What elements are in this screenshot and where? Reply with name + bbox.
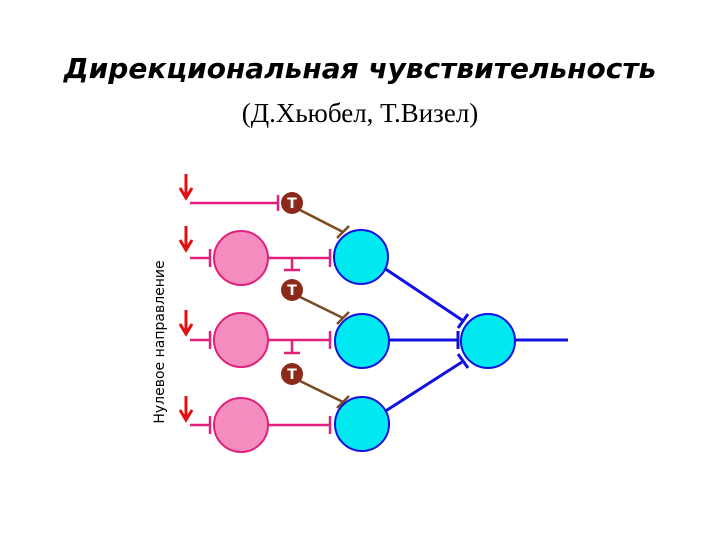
inhibitor-2: Т [281,279,303,301]
stimulus-arrow-1 [178,174,194,201]
receptor-cell-3 [213,397,269,453]
stimulus-arrows [178,174,194,423]
inhibitor-2-label: Т [287,283,297,299]
detector-cell-2 [334,313,390,369]
receptor-cells [190,230,332,453]
inhibitor-1-label: Т [287,196,297,212]
inhibitor-1: Т [281,192,303,214]
inhibitor-3: Т [281,363,303,385]
receptor-row-2 [190,312,332,368]
top-input-line [190,195,280,211]
inhibitory-connections [299,208,350,409]
receptor-cell-2 [213,312,269,368]
receptor-row-3 [190,397,332,453]
diagram-subtitle: (Д.Хьюбел, Т.Визел) [241,98,479,128]
stimulus-arrow-2 [178,226,194,253]
null-direction-label: Нулевое направление [152,260,168,423]
output-cell [460,313,516,369]
detector-cells [333,229,516,452]
stimulus-arrow-3 [178,310,194,337]
stimulus-arrow-4 [178,396,194,423]
inhibitory-interneurons: Т Т Т [281,192,303,385]
detector-cell-3 [334,396,390,452]
receptor-cell-1 [213,230,269,286]
receptor-row-1 [190,230,332,286]
diagram-title: Дирекциональная чувствительность [63,52,657,85]
detector-cell-1 [333,229,389,285]
inhibitor-3-label: Т [287,367,297,383]
blue-connections [383,266,568,414]
